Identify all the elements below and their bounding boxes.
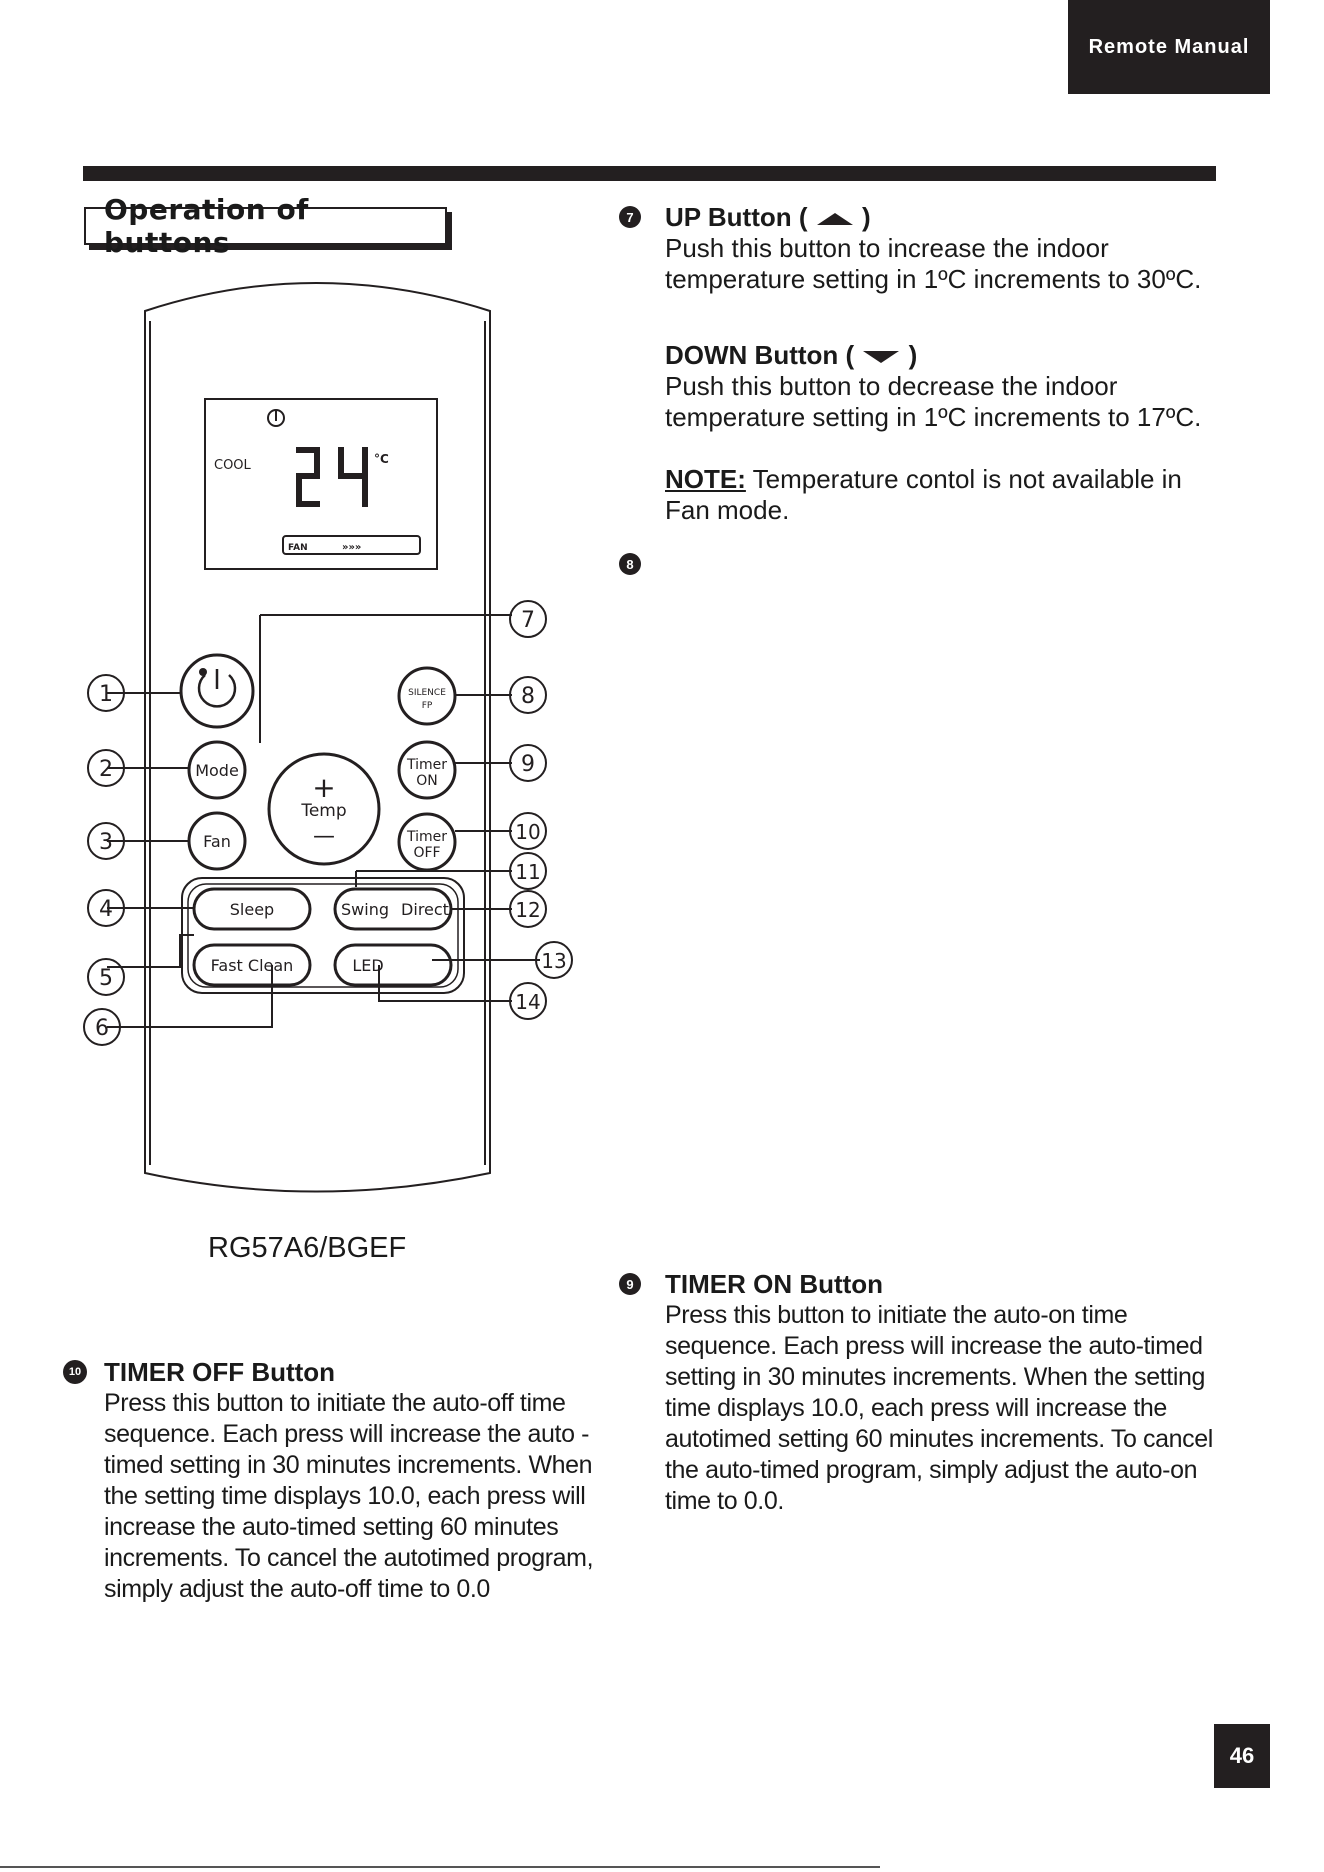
swing-label: Swing <box>341 900 389 919</box>
callout-5: 5 <box>99 966 113 991</box>
section-9-badge: 9 <box>619 1273 641 1295</box>
callout-11: 11 <box>515 860 540 884</box>
lcd-screen <box>204 398 438 570</box>
section-7-badge: 7 <box>619 206 641 228</box>
callout-1: 1 <box>99 682 113 707</box>
sleep-label: Sleep <box>230 900 274 919</box>
section-10-badge: 10 <box>63 1360 87 1384</box>
timer-off-text: Press this button to initiate the auto-o… <box>104 1389 594 1603</box>
timer-off-label-1: Timer <box>406 829 447 845</box>
callout-13: 13 <box>541 949 566 973</box>
section-8-badge: 8 <box>619 553 641 575</box>
up-title-suffix: ) <box>861 202 871 232</box>
fast-clean-button <box>192 943 312 987</box>
note-label: NOTE: <box>665 464 746 494</box>
svg-text:»»»: »»» <box>342 542 361 553</box>
mode-button <box>187 740 247 800</box>
bottom-rule <box>0 1866 880 1868</box>
lcd-fan-label: FAN <box>288 543 308 553</box>
direct-label: Direct <box>401 900 449 919</box>
top-rule <box>83 166 1216 181</box>
header-tab: Remote Manual <box>1068 0 1270 94</box>
up-button-text: Push this button to increase the indoor … <box>665 233 1202 294</box>
down-title-prefix: DOWN Button ( <box>665 340 855 370</box>
callout-8: 8 <box>521 684 535 709</box>
lcd-mode-label: COOL <box>214 458 252 473</box>
callout-3: 3 <box>99 830 113 855</box>
callout-4: 4 <box>99 897 113 922</box>
temp-label: Temp <box>300 801 346 821</box>
up-title-prefix: UP Button ( <box>665 202 808 232</box>
lcd-unit: °C <box>374 452 389 466</box>
temp-plus: + <box>312 771 335 804</box>
down-arrow-icon <box>863 351 900 364</box>
mode-label: Mode <box>195 761 239 780</box>
callout-9: 9 <box>521 752 535 777</box>
temp-button <box>267 752 381 866</box>
callout-14: 14 <box>515 990 540 1014</box>
fast-clean-label: Fast Clean <box>211 956 294 975</box>
down-button-title: DOWN Button ( ) <box>665 340 917 371</box>
timer-on-label-2: ON <box>416 773 438 789</box>
fp-label: FP <box>422 701 433 711</box>
timer-on-label-1: Timer <box>406 757 447 773</box>
timer-on-text: Press this button to initiate the auto-o… <box>665 1301 1213 1515</box>
down-button-text: Push this button to decrease the indoor … <box>665 371 1202 432</box>
silence-label: SILENCE <box>408 688 446 698</box>
page-number: 46 <box>1214 1724 1270 1788</box>
bottom-button-group <box>181 877 465 994</box>
callout-10: 10 <box>515 820 540 844</box>
down-title-suffix: ) <box>908 340 918 370</box>
callout-2: 2 <box>99 757 113 782</box>
callout-6: 6 <box>95 1016 109 1041</box>
callout-7: 7 <box>521 608 535 633</box>
remote-outline <box>144 282 491 1193</box>
timer-on-title: TIMER ON Button <box>665 1269 884 1299</box>
temp-minus: — <box>313 824 335 849</box>
down-note: NOTE: Temperature contol is not availabl… <box>665 464 1205 526</box>
power-button <box>179 653 255 729</box>
timer-off-title: TIMER OFF Button <box>104 1357 336 1387</box>
section-title: Operation of buttons <box>84 193 447 259</box>
timer-on-button <box>397 740 457 800</box>
model-number: RG57A6/BGEF <box>208 1232 407 1264</box>
note-text: Temperature contol is not available in F… <box>665 464 1182 525</box>
led-label: LED <box>352 956 383 975</box>
led-button <box>333 943 453 987</box>
fan-label: Fan <box>203 832 231 851</box>
remote-illustration: »»» COOL °C FAN + Temp — Mode Fan SILENC… <box>83 282 573 1193</box>
timer-off-label-2: OFF <box>413 845 440 861</box>
callout-12: 12 <box>515 898 540 922</box>
up-button-title: UP Button ( ) <box>665 202 871 233</box>
up-arrow-icon <box>816 213 853 226</box>
